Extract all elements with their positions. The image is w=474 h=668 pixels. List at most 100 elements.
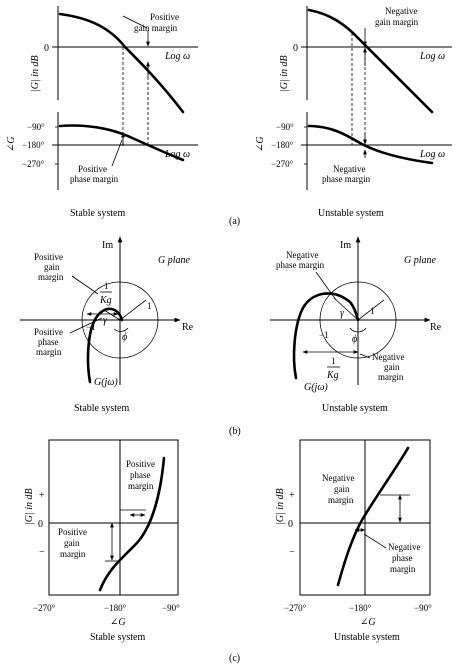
polar-stable-plane-label: G plane [158, 255, 191, 266]
bode-stable-xlabel: Log ω [164, 51, 190, 62]
nichols-stable-frame [48, 439, 179, 596]
polar-stable-curve-label: G(jω) [94, 377, 118, 388]
bode-stable-mag-ylabel: |G| in dB [30, 55, 41, 92]
nichols-unstable-gm-3: margin [328, 495, 354, 505]
bode-stable-panel: 0 |G| in dB Log ω Positive gain margin −… [6, 6, 198, 219]
bode-stable-pm-annot-1: Positive [78, 164, 107, 174]
nichols-unstable-zero: 0 [288, 519, 293, 530]
nichols-unstable-tick-180: −180° [349, 603, 372, 613]
polar-stable-phi-arc [113, 327, 129, 332]
bode-unstable-tick-180: −180° [271, 140, 294, 150]
nichols-unstable-pm-3: margin [390, 564, 416, 574]
bode-stable-caption: Stable system [70, 208, 125, 219]
polar-unstable-pm-2: phase margin [276, 260, 325, 270]
bode-unstable-pm-annot-1: Negative [333, 164, 365, 174]
nichols-stable-pm-3: margin [128, 481, 154, 491]
polar-unstable-curve-label: G(jω) [304, 382, 328, 393]
polar-stable-kg-den: Kg [99, 295, 112, 306]
nichols-stable-xlabel: ∠G [110, 617, 126, 628]
bode-stable-phase-xlabel: Log ω [164, 149, 190, 160]
bode-unstable-zero-label: 0 [293, 43, 298, 54]
nichols-unstable-curve [336, 446, 410, 587]
nichols-stable-minus: − [39, 547, 45, 558]
polar-unstable-phi-arc [349, 327, 367, 333]
bode-unstable-phase-curve [307, 124, 434, 165]
nichols-stable-gm-1: Positive [58, 527, 87, 537]
polar-stable-gm-leader [71, 275, 99, 295]
polar-unstable-pm-leader [315, 271, 337, 301]
polar-stable-gm-3: margin [38, 272, 64, 282]
bode-unstable-tick-90: −90° [276, 122, 294, 132]
nichols-unstable-ylabel: |G| in dB [275, 488, 286, 525]
nichols-unstable-gm-2: gain [334, 484, 350, 494]
bode-unstable-mag-ylabel: |G| in dB [279, 55, 290, 92]
nichols-stable-tick-270: −270° [33, 603, 56, 613]
bode-stable-gain-annot-2: gain margin [134, 23, 178, 33]
polar-unstable-kg-num: 1 [331, 356, 336, 366]
polar-unstable-caption: Unstable system [322, 403, 388, 414]
bode-unstable-pm-annot-2: phase margin [322, 174, 371, 184]
nichols-stable-pm-2: phase [130, 470, 151, 480]
nichols-stable-gm-3: margin [60, 549, 86, 559]
polar-unstable-gm-3: margin [378, 372, 404, 382]
bode-stable-tick-90: −90° [27, 122, 45, 132]
nichols-stable-panel: 0 + − |G| in dB −270° −180° −90° ∠G Posi… [24, 439, 180, 643]
bode-stable-gain-annot-1: Positive [150, 12, 179, 22]
polar-unstable-kg-den: Kg [326, 370, 339, 381]
polar-unstable-panel: Im Re G plane −1 1 γ ϕ 1 Kg Negative pha… [270, 236, 442, 414]
polar-unstable-gamma-radius [333, 297, 359, 321]
bode-stable-phase-ylabel: ∠G [6, 136, 17, 152]
part-label-a: (a) [229, 216, 240, 227]
part-label-b: (b) [229, 426, 241, 437]
nichols-stable-curve [98, 456, 166, 592]
bode-unstable-mag-curve [307, 8, 434, 114]
polar-unstable-one-radius [357, 299, 385, 321]
polar-stable-minus-one: −1 [86, 322, 96, 332]
nichols-unstable-panel: 0 + − |G| in dB −270° −180° −90° ∠G Nega… [275, 439, 432, 643]
polar-stable-panel: Im Re G plane 1 Kg −1 1 γ ϕ Positive gai… [20, 236, 194, 414]
polar-stable-pm-1: Positive [34, 327, 63, 337]
polar-unstable-gamma: γ [340, 308, 345, 319]
polar-unstable-gm-1: Negative [372, 352, 404, 362]
nichols-unstable-pm-2: phase [392, 553, 413, 563]
nichols-stable-caption: Stable system [90, 632, 145, 643]
bode-unstable-phase-ylabel: ∠G [255, 136, 266, 152]
bode-stable-phase-curve [58, 124, 185, 162]
polar-stable-caption: Stable system [74, 403, 129, 414]
bode-stable-zero-label: 0 [44, 43, 49, 54]
polar-unstable-gm-2: gain [384, 362, 400, 372]
nichols-stable-gm-2: gain [64, 538, 80, 548]
nichols-unstable-gm-1: Negative [322, 473, 354, 483]
polar-unstable-gm-leader [359, 353, 371, 359]
polar-unstable-phi: ϕ [352, 334, 357, 345]
bode-stable-tick-270: −270° [22, 159, 45, 169]
nichols-stable-pm-1: Positive [126, 459, 155, 469]
part-label-c: (c) [229, 653, 240, 664]
polar-stable-pm-2: phase [38, 337, 59, 347]
polar-unstable-im-label: Im [340, 240, 351, 251]
polar-stable-pm-3: margin [36, 347, 62, 357]
bode-stable-mag-curve [58, 12, 185, 114]
nichols-unstable-minus: − [289, 547, 295, 558]
bode-unstable-caption: Unstable system [318, 208, 384, 219]
nichols-stable-ylabel: |G| in dB [24, 488, 35, 525]
nichols-unstable-xlabel: ∠G [360, 617, 376, 628]
nichols-stable-zero: 0 [38, 519, 43, 530]
polar-stable-gm-1: Positive [34, 252, 63, 262]
polar-unstable-plane-label: G plane [404, 255, 437, 266]
nichols-unstable-pm-leader [363, 533, 387, 549]
polar-stable-pm-leader [69, 317, 103, 334]
bode-stable-pm-leader [111, 139, 123, 167]
polar-unstable-curve [292, 292, 360, 380]
nichols-stable-tick-90: −90° [162, 603, 180, 613]
bode-stable-pm-annot-2: phase margin [70, 174, 119, 184]
polar-stable-unit-circle [81, 281, 159, 359]
polar-stable-kg-num: 1 [104, 281, 109, 291]
bode-unstable-tick-270: −270° [271, 159, 294, 169]
polar-stable-gamma: γ [103, 315, 108, 326]
nichols-stable-tick-180: −180° [104, 603, 127, 613]
bode-stable-gain-annot-leader [122, 15, 148, 29]
nichols-unstable-tick-90: −90° [414, 603, 432, 613]
nichols-unstable-pm-1: Negative [388, 542, 420, 552]
bode-unstable-gain-annot-1: Negative [385, 6, 417, 16]
